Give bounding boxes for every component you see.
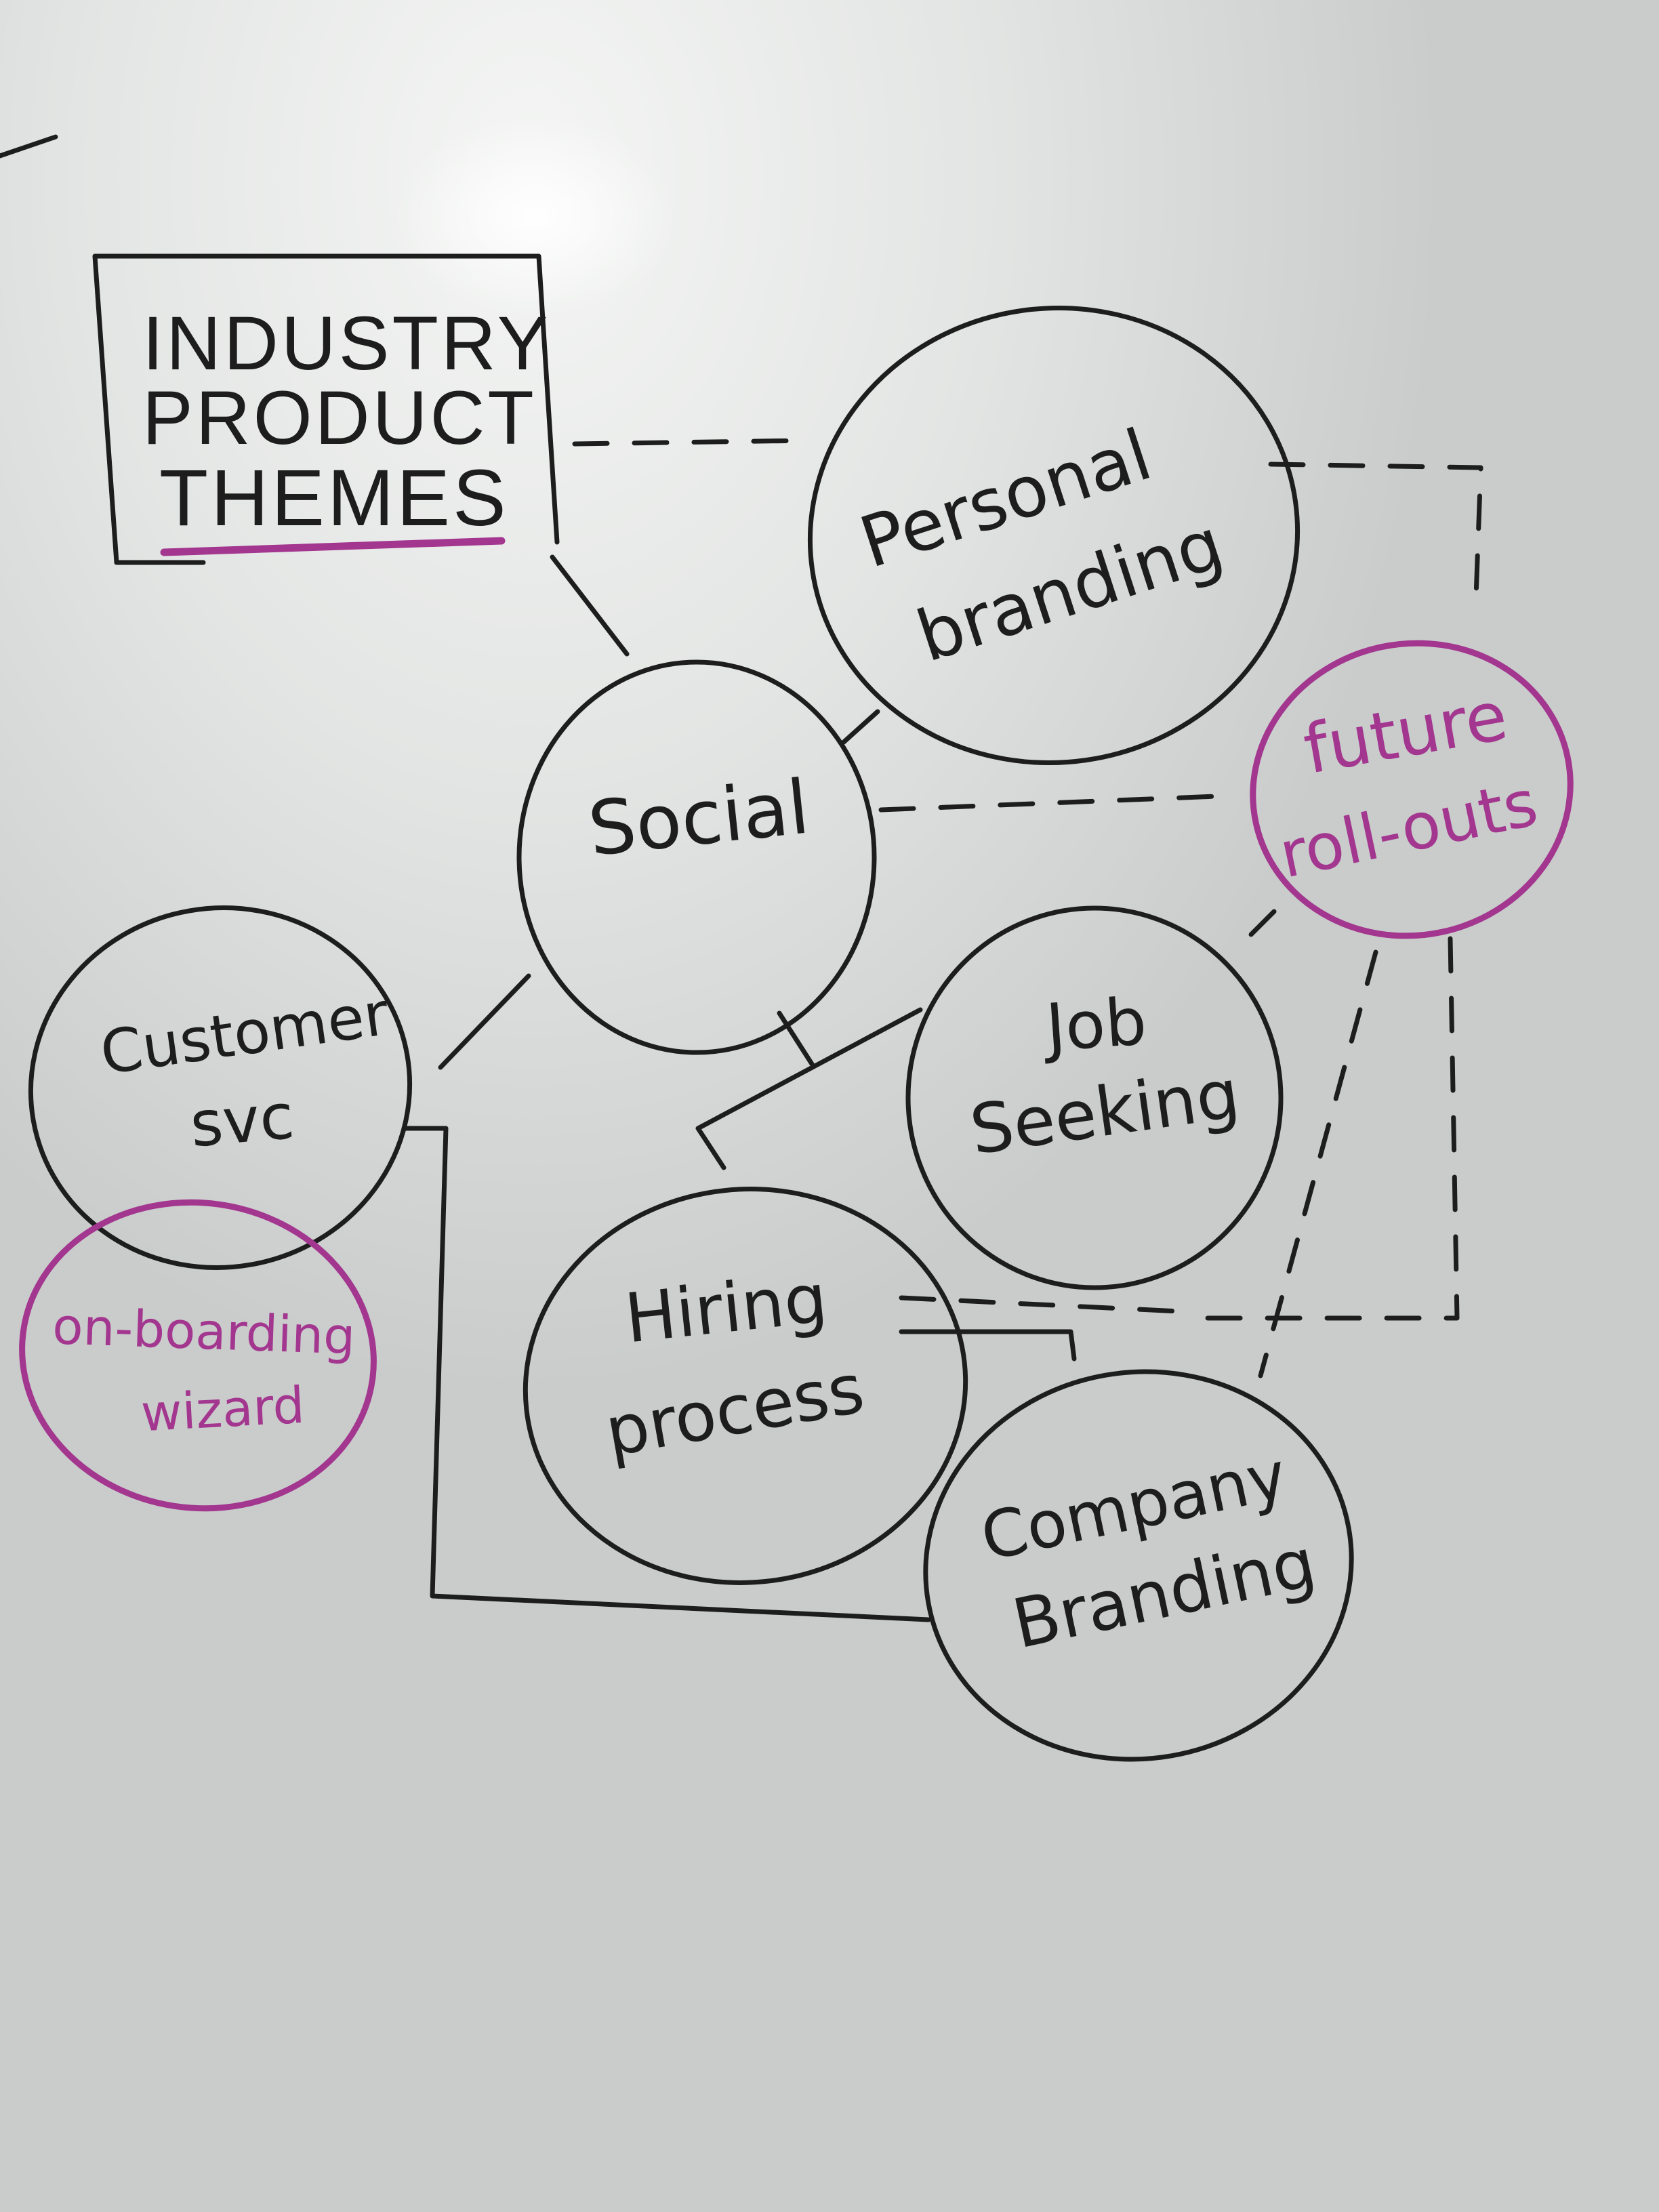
circle-personal-branding xyxy=(807,305,1300,766)
circle-onboarding-wizard xyxy=(19,1199,377,1512)
solid-connectors xyxy=(403,554,1077,1622)
light-reflection xyxy=(393,115,678,319)
circle-hiring-process xyxy=(523,1187,968,1585)
circle-customer-svc xyxy=(28,905,413,1270)
dashed-future-job xyxy=(1241,909,1277,945)
circle-company-branding xyxy=(923,1369,1354,1762)
label-customer-svc-2: svc xyxy=(187,1080,297,1162)
label-onboarding-wizard-2: wizard xyxy=(140,1376,306,1443)
stray-mark xyxy=(0,134,58,159)
connector-social-customer xyxy=(438,973,531,1070)
title-line-themes: THEMES xyxy=(159,453,509,543)
title-line-industry: INDUSTRY xyxy=(142,301,550,386)
title-box-border xyxy=(92,253,560,565)
label-job-seeking-1: Job xyxy=(1040,983,1149,1066)
label-onboarding-wizard-1: on-boarding xyxy=(52,1297,356,1366)
title-underline xyxy=(160,537,506,556)
dashed-title-personal xyxy=(572,438,809,447)
dashed-connectors xyxy=(572,438,1483,1378)
connector-job-hiring xyxy=(695,1007,923,1170)
dashed-personal-outline xyxy=(1268,462,1483,599)
dashed-hiring-right xyxy=(899,1295,1182,1314)
node-circles xyxy=(28,305,1354,1762)
connector-customer-company xyxy=(403,1126,931,1622)
dashed-future-right xyxy=(1190,936,1460,1321)
dashed-future-company xyxy=(1258,949,1378,1378)
connector-social-personal xyxy=(841,709,880,745)
connector-title-social xyxy=(550,554,630,657)
title-line-product: PRODUCT xyxy=(142,375,537,460)
circle-future-rollouts xyxy=(1250,640,1574,939)
circle-social xyxy=(516,659,877,1055)
title-box: INDUSTRY PRODUCT THEMES xyxy=(92,253,560,565)
accent-circles xyxy=(19,640,1574,1512)
connector-social-down xyxy=(777,1010,815,1067)
circle-job-seeking xyxy=(905,905,1284,1290)
